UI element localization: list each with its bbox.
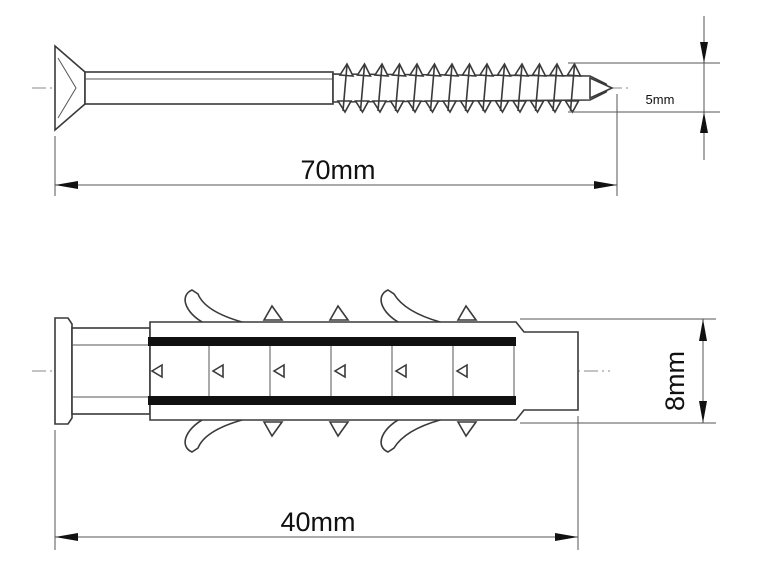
plug-diameter-label: 8mm <box>660 351 690 411</box>
screw-thread-turn <box>564 62 582 114</box>
screw-thread-turn <box>389 62 407 114</box>
screw-diameter-arrow-top <box>700 42 708 63</box>
plug-length-label: 40mm <box>280 507 355 537</box>
plug-segment <box>333 346 393 396</box>
screw-length-arrow-left <box>55 181 78 189</box>
plug-drawing <box>32 289 610 453</box>
screw-thread-turn <box>424 62 442 114</box>
plug-length-dimension: 40mm <box>54 416 579 550</box>
plug-length-arrow-right <box>555 533 578 541</box>
screw-thread-turn <box>459 62 477 114</box>
screw-thread-turn <box>511 62 530 114</box>
plug-band-top <box>148 337 516 346</box>
plug-segment <box>211 346 271 396</box>
screw-thread-turn <box>476 62 495 114</box>
screw-thread-turn <box>441 62 460 114</box>
screw-thread-turn <box>336 62 355 114</box>
screw-head <box>54 44 86 132</box>
plug-segments <box>150 346 515 396</box>
screw-diameter-arrow-bottom <box>700 112 708 133</box>
screw-shank <box>84 71 334 105</box>
plug-collar <box>54 317 73 425</box>
plug-body <box>149 321 579 421</box>
screw-length-label: 70mm <box>300 155 375 185</box>
plug-band-bottom <box>148 396 516 405</box>
plug-diameter-arrow-bottom <box>699 401 707 423</box>
plug-fins <box>184 289 478 453</box>
plug-length-arrow-left <box>55 533 78 541</box>
screw-thread-core <box>332 73 609 103</box>
plug-barb-bottom-1 <box>262 421 284 438</box>
screw-thread-turn <box>494 62 512 114</box>
plug-barb-top-3 <box>456 304 478 321</box>
plug-diameter-arrow-top <box>699 319 707 341</box>
screw-thread-turn <box>371 62 390 114</box>
screw-thread-turn <box>529 62 547 114</box>
plug-barb-top-1 <box>262 304 284 321</box>
plug-barb-top-2 <box>328 304 350 321</box>
plug-segment <box>394 346 454 396</box>
screw-diameter-dimension: 5mm <box>568 16 720 160</box>
screw-head-slot <box>57 57 77 119</box>
plug-segment <box>272 346 332 396</box>
plug-segment <box>150 346 210 396</box>
screw-length-arrow-right <box>594 181 617 189</box>
screw-tip <box>589 76 614 100</box>
screw-threads <box>336 62 582 114</box>
screw-thread-turn <box>354 62 372 114</box>
screw-length-dimension: 70mm <box>54 94 618 196</box>
screw-diameter-label: 5mm <box>646 92 675 107</box>
screw-drawing <box>32 44 630 132</box>
plug-diameter-dimension: 8mm <box>520 318 716 424</box>
screw-thread-turn <box>406 62 425 114</box>
screw-thread-turn <box>546 62 565 114</box>
plug-neck <box>71 327 151 415</box>
plug-barb-bottom-2 <box>328 421 350 438</box>
plug-segment <box>455 346 515 396</box>
plug-barb-bottom-3 <box>456 421 478 438</box>
